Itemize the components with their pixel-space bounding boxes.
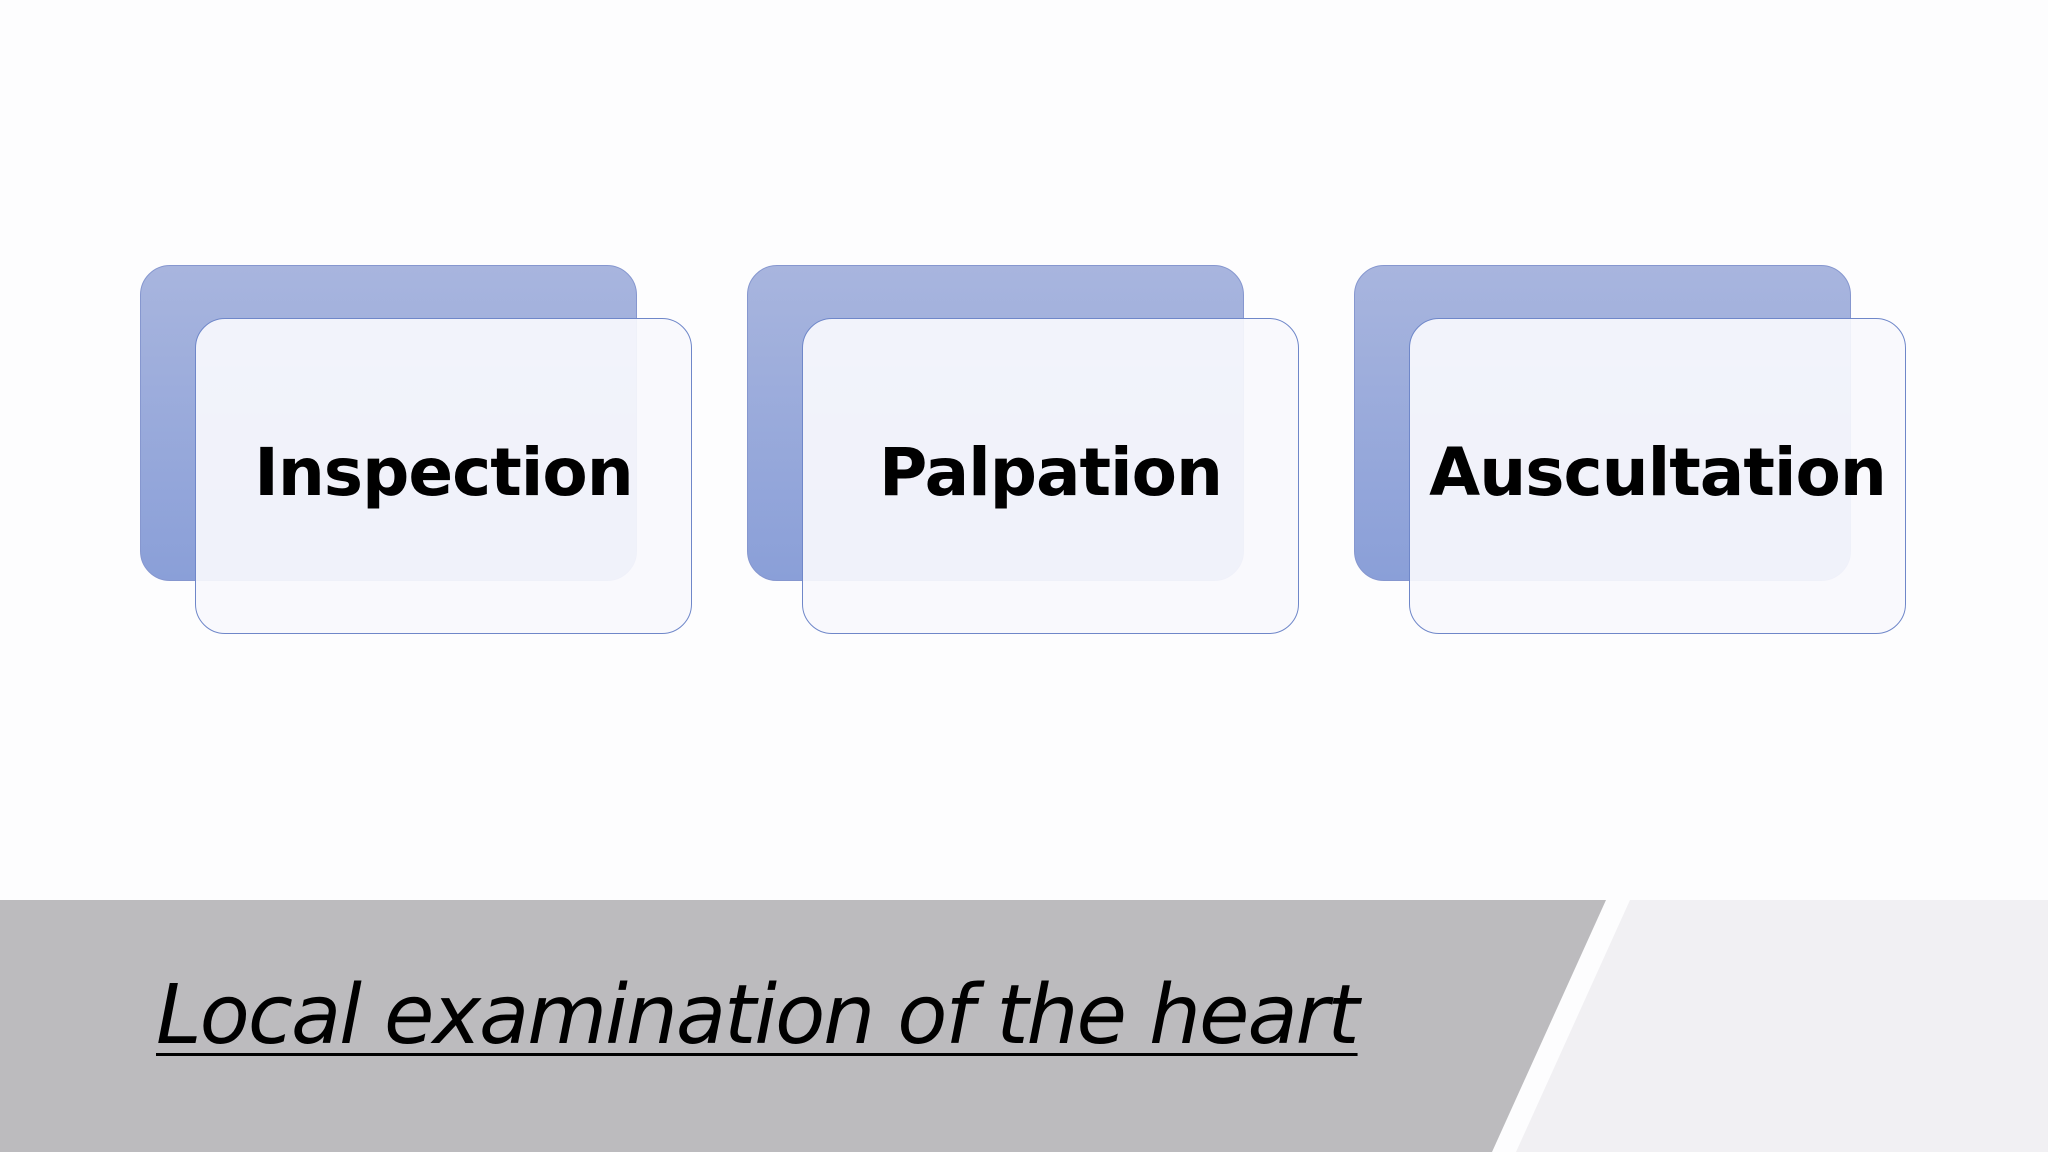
- card-auscultation: Auscultation: [1354, 265, 1909, 635]
- card-palpation: Palpation: [747, 265, 1302, 635]
- card-front-shape: Inspection: [195, 318, 692, 634]
- footer-band: [0, 900, 1606, 1152]
- card-label: Palpation: [878, 433, 1223, 511]
- card-inspection: Inspection: [140, 265, 695, 635]
- card-front-shape: Auscultation: [1409, 318, 1906, 634]
- card-front-shape: Palpation: [802, 318, 1299, 634]
- card-label: Inspection: [254, 433, 633, 511]
- slide-title: Local examination of the heart: [156, 968, 1360, 1063]
- card-label: Auscultation: [1429, 433, 1887, 511]
